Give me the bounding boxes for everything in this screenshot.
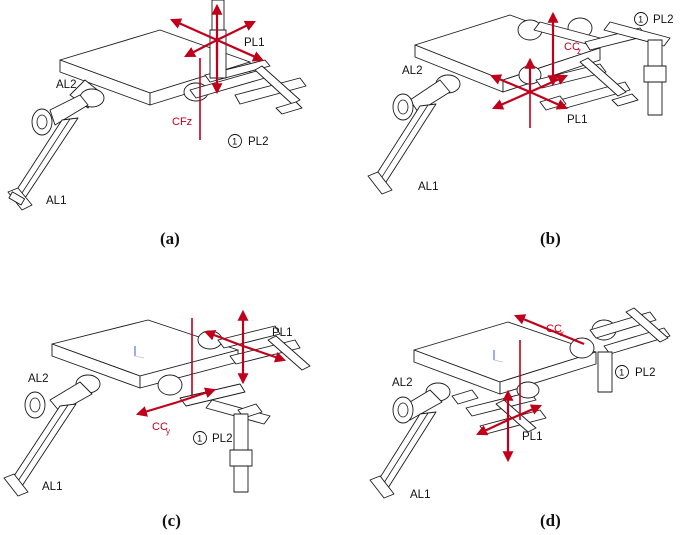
- leg-assembly: [517, 17, 671, 116]
- label-pl1: PL1: [272, 327, 292, 339]
- label-ccx: CC: [546, 323, 562, 335]
- coordinate-glyph: [134, 346, 145, 359]
- marker-number: 1: [232, 137, 237, 148]
- marker-number: 1: [638, 15, 643, 26]
- panel-a: CFz PL1 1 PL2 AL2 AL1 (a): [7, 0, 307, 248]
- marker-circle: [193, 431, 207, 445]
- arm-al1: [369, 411, 437, 499]
- label-ccy: CC: [152, 421, 168, 433]
- caption-b: (b): [540, 229, 561, 248]
- label-al1: AL1: [42, 481, 62, 493]
- label-pl2: PL2: [248, 136, 268, 148]
- arm-al2: [392, 382, 451, 424]
- label-cfz: CFz: [172, 116, 192, 128]
- panel-b: CC z 1 PL2 PL1 AL2 AL1 (b): [367, 11, 673, 248]
- arm-al2: [31, 79, 105, 136]
- caption-d: (d): [540, 511, 561, 530]
- caption-c: (c): [162, 511, 181, 530]
- label-al2: AL2: [28, 373, 48, 385]
- arm-al1: [7, 117, 79, 211]
- label-ccx-sub: x: [560, 329, 564, 338]
- label-al2: AL2: [392, 377, 412, 389]
- marker-circle: [228, 134, 242, 148]
- label-pl2: PL2: [212, 433, 232, 445]
- marker-number: 1: [197, 434, 202, 445]
- force-arrows-d: [476, 314, 585, 463]
- marker-circle: [615, 365, 629, 379]
- label-al1: AL1: [46, 195, 66, 207]
- force-arrows-c: [135, 309, 287, 417]
- label-pl1: PL1: [567, 114, 587, 126]
- label-al1: AL1: [410, 489, 430, 501]
- label-ccz: CC: [564, 41, 580, 53]
- arm-al1: [367, 103, 437, 195]
- label-ccz-sub: z: [577, 47, 581, 56]
- coordinate-glyph: [493, 350, 504, 363]
- caption-a: (a): [160, 229, 180, 248]
- label-pl1: PL1: [522, 431, 542, 443]
- label-pl1: PL1: [244, 37, 264, 49]
- force-arrows-b: [489, 11, 569, 128]
- label-ccy-sub: y: [166, 427, 170, 436]
- panel-d: CC x 1 PL2 PL1 AL2 AL1 (d): [369, 307, 671, 530]
- label-al2: AL2: [402, 65, 422, 77]
- arm-al2: [392, 74, 461, 121]
- marker-circle: [634, 12, 648, 26]
- panel-c: CC y PL1 1 PL2 AL2 AL1 (c): [3, 309, 311, 530]
- arm-al1: [3, 403, 77, 497]
- label-pl2: PL2: [653, 14, 673, 26]
- arm-al2: [24, 374, 101, 419]
- label-pl2: PL2: [635, 367, 655, 379]
- label-al2: AL2: [56, 79, 76, 91]
- leg-assembly: [451, 307, 671, 435]
- marker-number: 1: [619, 368, 624, 379]
- label-al1: AL1: [418, 181, 438, 193]
- force-arrows-a: [169, 3, 265, 140]
